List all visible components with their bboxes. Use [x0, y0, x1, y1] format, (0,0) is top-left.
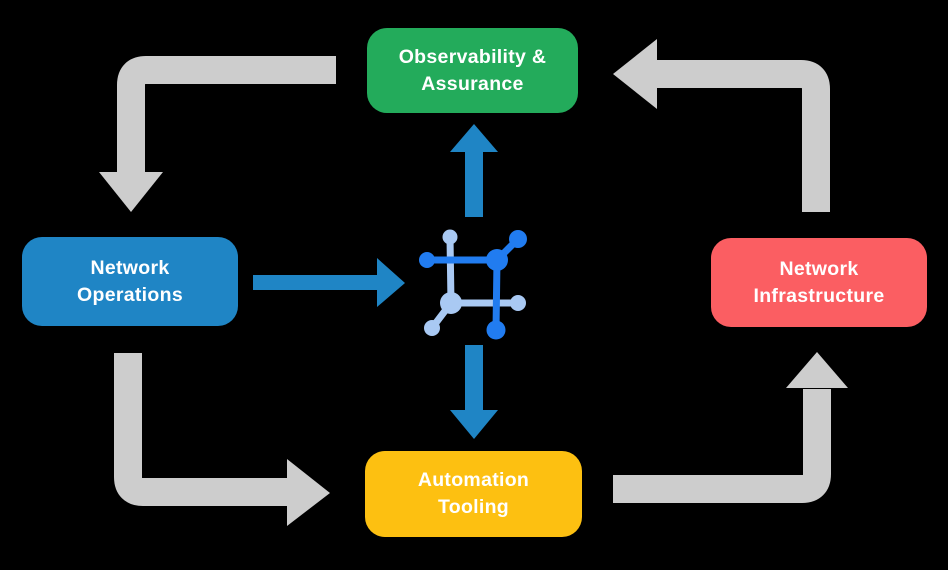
arrow-head-up-icon: [786, 352, 848, 388]
network-hub-icon-dark-branch: [419, 230, 527, 340]
icon-line: [492, 256, 501, 334]
arrow-shaft: [613, 389, 831, 503]
icon-node-dot: [486, 320, 506, 340]
node-label: Observability & Assurance: [398, 45, 547, 95]
arrow-automation-to-infrastructure: [613, 352, 848, 503]
node-automation-tooling: Automation Tooling: [365, 451, 582, 537]
arrow-shaft: [656, 60, 830, 212]
node-label: Network Operations: [77, 256, 183, 306]
arrow-observability-to-operations: [99, 56, 336, 212]
icon-junction-dot: [486, 249, 508, 271]
icon-node-dot: [424, 320, 440, 336]
network-hub-icon: [419, 229, 527, 340]
node-network-operations: Network Operations: [22, 237, 238, 326]
node-label: Network Infrastructure: [753, 257, 885, 307]
node-observability-assurance: Observability & Assurance: [367, 28, 578, 113]
arrow-shaft: [114, 353, 288, 506]
icon-node-dot: [510, 295, 526, 311]
arrow-hub-to-observability: [450, 124, 498, 217]
arrow-head-right-icon: [287, 459, 330, 526]
icon-node-dot: [442, 229, 458, 245]
node-network-infrastructure: Network Infrastructure: [711, 238, 927, 327]
icon-junction-dot: [440, 292, 462, 314]
arrow-hub-to-automation: [450, 345, 498, 439]
icon-line: [446, 233, 455, 307]
arrow-head-left-icon: [613, 39, 657, 109]
arrow-shaft: [117, 56, 336, 173]
arrow-head-down-icon: [99, 172, 163, 212]
arrow-operations-to-hub: [253, 258, 405, 307]
node-label: Automation Tooling: [417, 469, 530, 518]
arrow-operations-to-automation: [114, 353, 330, 526]
icon-node-dot: [509, 230, 527, 248]
arrow-infrastructure-to-observability: [613, 39, 830, 212]
network-hub-icon-light-branch: [424, 229, 526, 336]
icon-node-dot: [419, 252, 435, 268]
